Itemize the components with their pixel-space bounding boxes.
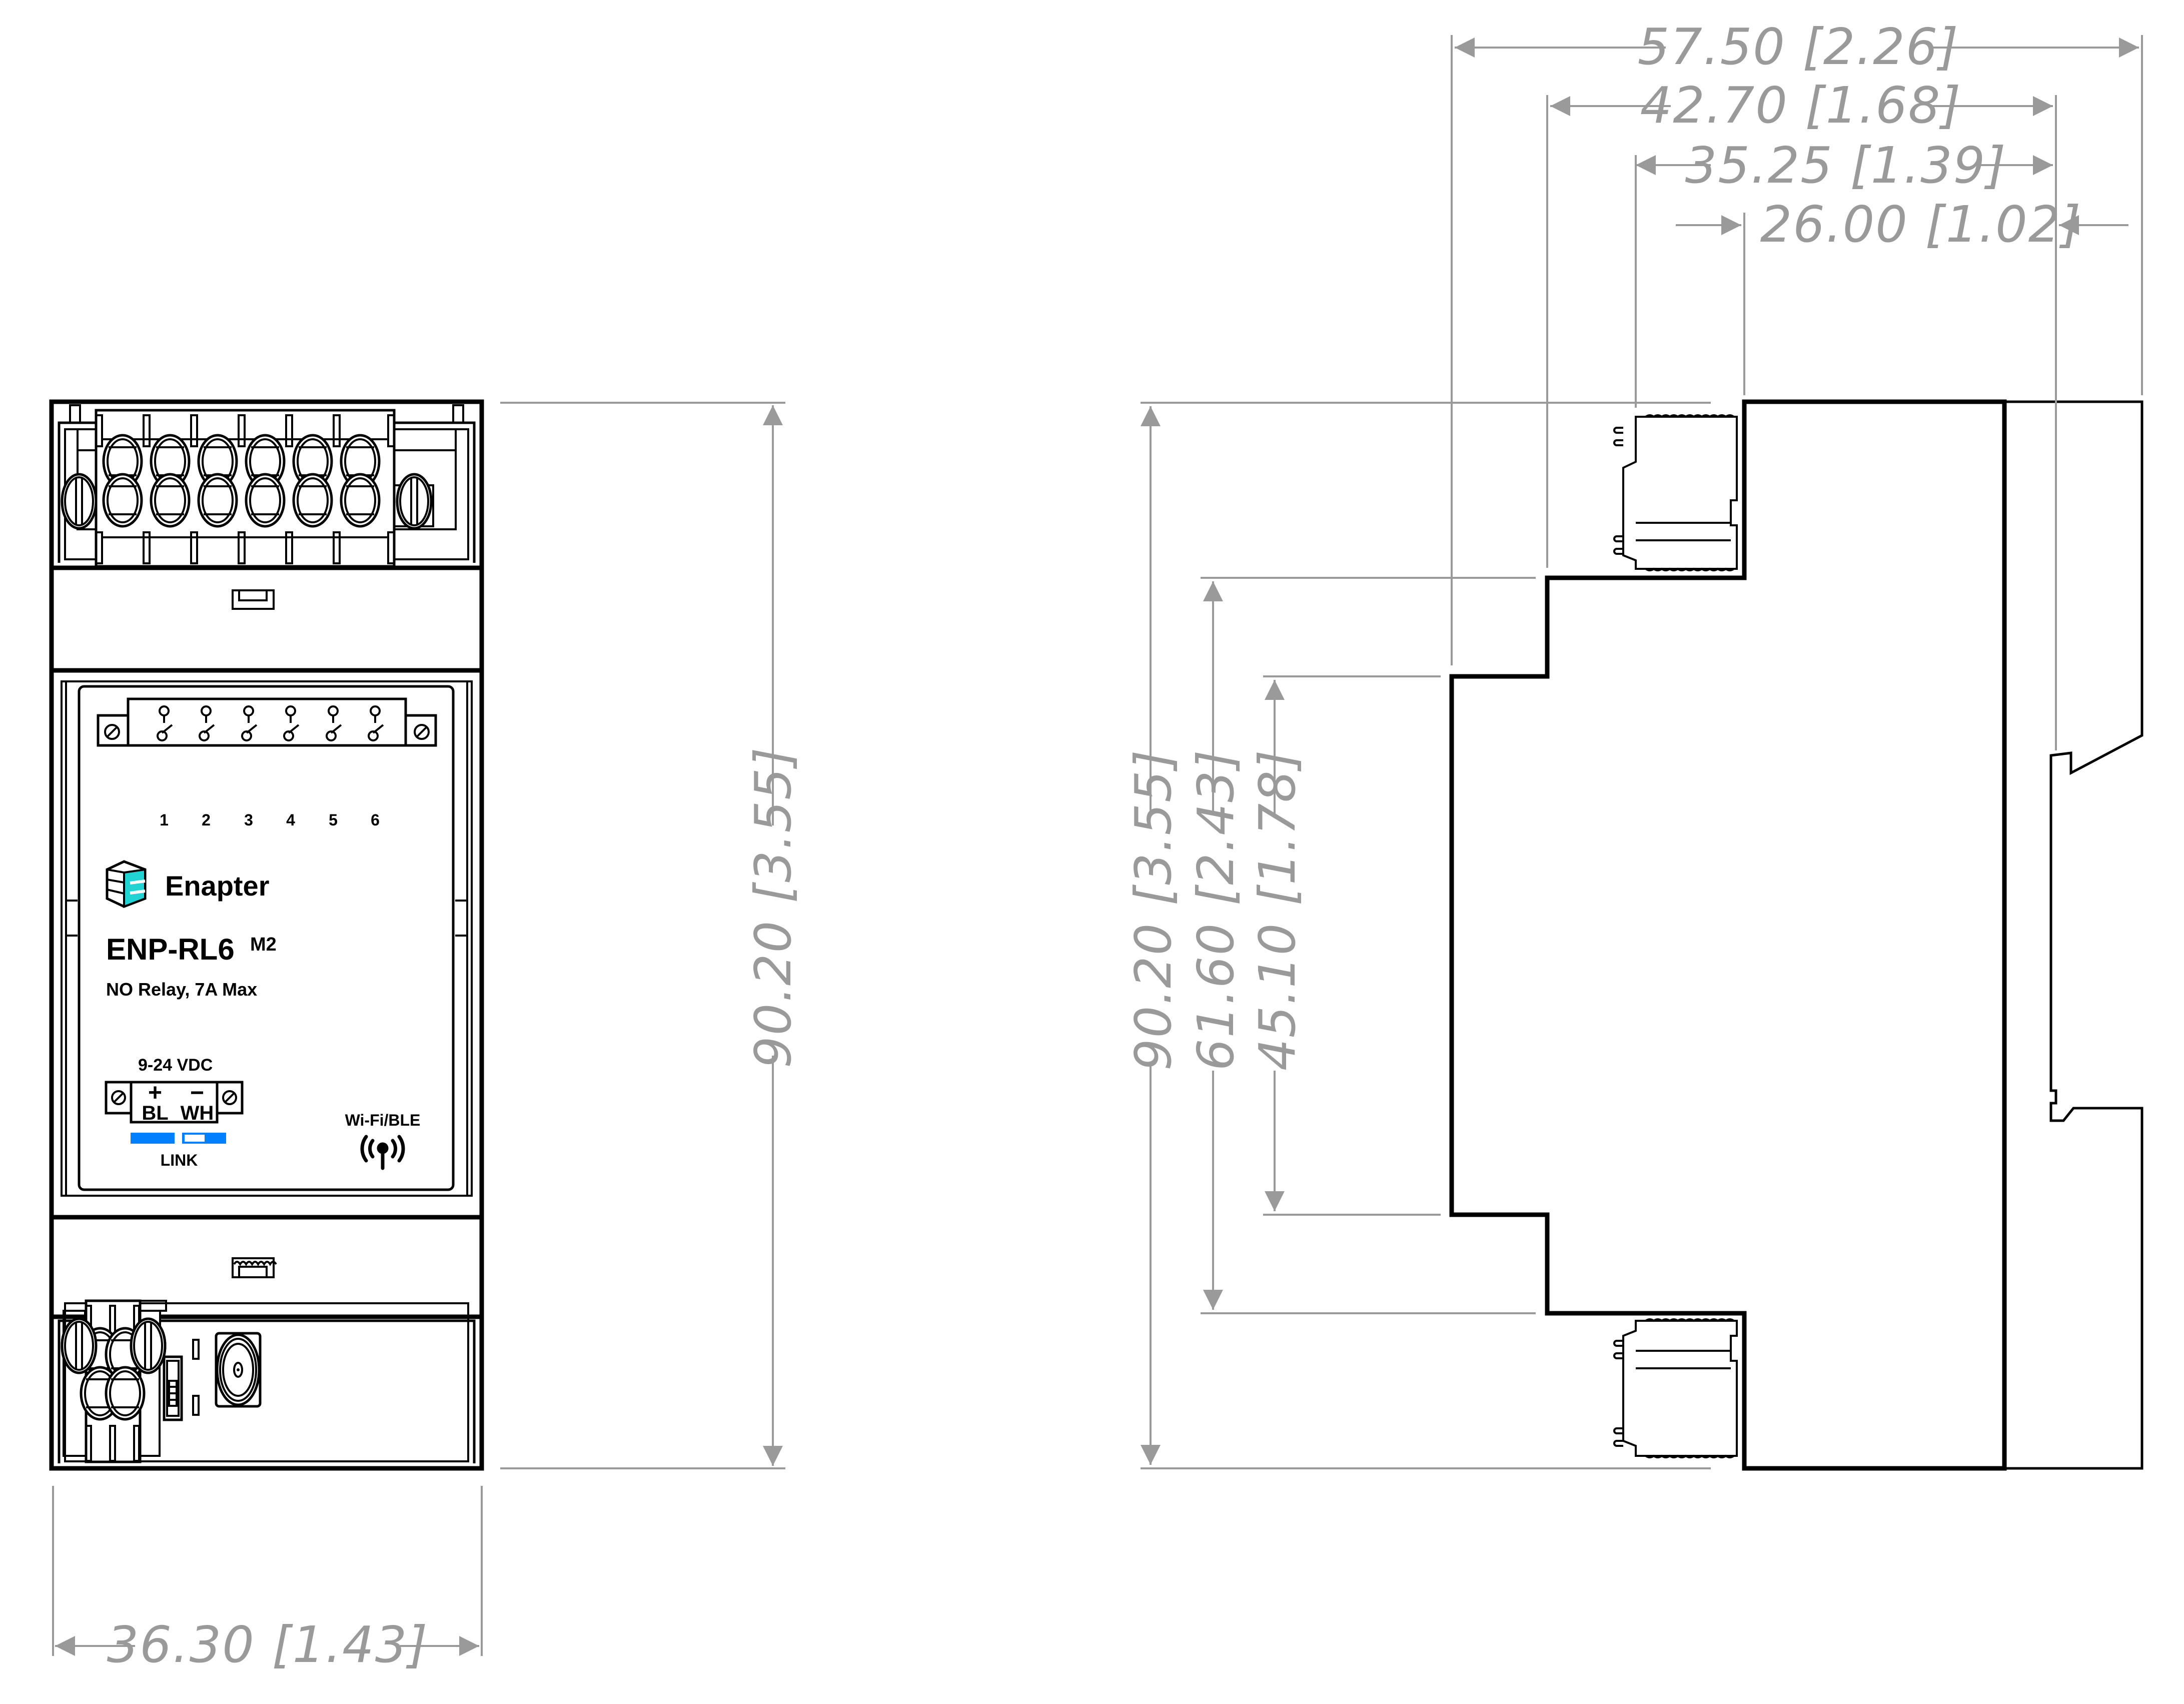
led-indicator bbox=[192, 1339, 200, 1360]
wire-wh-label: WH bbox=[181, 1102, 214, 1124]
side-vertical-dimensions: 90.20 [3.55] 61.60 [2.43] 45.10 [1.78] bbox=[1124, 402, 1711, 1469]
depth-total-dimension: 57.50 [2.26] bbox=[1638, 18, 1959, 76]
front-view: 1 2 3 4 5 6 Enapter ENP-RL6 M2 NO Relay,… bbox=[49, 399, 484, 1471]
link-led-bar bbox=[131, 1133, 175, 1144]
relay-terminal-diagram bbox=[97, 697, 437, 747]
depth-step-dimension: 42.70 [1.68] bbox=[1640, 76, 1962, 135]
relay-number-3: 3 bbox=[244, 811, 253, 829]
antenna-connector-icon bbox=[215, 1332, 262, 1408]
front-housing-outline bbox=[49, 399, 484, 1471]
relay-number-4: 4 bbox=[286, 811, 295, 829]
wireless-label: Wi-Fi/BLE bbox=[345, 1111, 421, 1129]
power-voltage-label: 9-24 VDC bbox=[138, 1056, 213, 1075]
top-terminal-block bbox=[52, 404, 482, 570]
bottom-connector-side bbox=[1613, 1318, 1738, 1458]
link-label: LINK bbox=[161, 1151, 198, 1169]
side-front-height-dimension: 45.10 [1.78] bbox=[1248, 749, 1307, 1071]
side-housing-outline bbox=[1449, 399, 2007, 1471]
screw-icon bbox=[111, 1090, 126, 1105]
front-label-panel: 1 2 3 4 5 6 Enapter ENP-RL6 M2 NO Relay,… bbox=[61, 680, 473, 1197]
side-height-dimension: 90.20 [3.55] bbox=[1124, 749, 1183, 1071]
front-height-dimension: 90.20 [3.55] bbox=[744, 746, 802, 1068]
link-indicator bbox=[131, 1133, 226, 1144]
antenna-icon bbox=[360, 1135, 405, 1170]
enapter-logo-icon bbox=[106, 860, 147, 908]
relay-number-5: 5 bbox=[329, 811, 338, 829]
model-name: ENP-RL6 bbox=[106, 933, 235, 966]
relay-number-6: 6 bbox=[371, 811, 380, 829]
dip-switch bbox=[163, 1355, 183, 1421]
screw-icon bbox=[62, 474, 96, 528]
screw-icon bbox=[414, 724, 430, 740]
power-minus: − bbox=[190, 1080, 204, 1106]
din-rail-clip bbox=[2004, 400, 2143, 1470]
terminal-partitions bbox=[95, 414, 395, 564]
product-description: NO Relay, 7A Max bbox=[106, 979, 257, 1000]
wire-bl-label: BL bbox=[142, 1102, 168, 1124]
depth-connector-dimension: 35.25 [1.39] bbox=[1685, 136, 2007, 195]
screw-icon bbox=[222, 1090, 237, 1105]
bottom-connector-block bbox=[58, 1299, 476, 1463]
front-dimensions: 90.20 [3.55] 36.30 [1.43] bbox=[52, 402, 802, 1674]
power-plus: + bbox=[148, 1080, 162, 1106]
screw-icon bbox=[397, 474, 431, 528]
depth-body-dimension: 26.00 [1.02] bbox=[1760, 195, 2082, 254]
model-suffix: M2 bbox=[250, 934, 277, 955]
led-indicator bbox=[192, 1395, 200, 1416]
front-width-dimension: 36.30 [1.43] bbox=[107, 1615, 429, 1674]
top-connector-side bbox=[1613, 414, 1738, 571]
screw-icon bbox=[104, 724, 120, 740]
side-mid-height-dimension: 61.60 [2.43] bbox=[1187, 749, 1245, 1071]
brand-name: Enapter bbox=[165, 870, 270, 902]
screw-icon bbox=[131, 1319, 165, 1373]
screw-icon bbox=[62, 1319, 96, 1373]
relay-number-1: 1 bbox=[160, 811, 169, 829]
side-horizontal-dimensions: 57.50 [2.26] 42.70 [1.68] 35.25 [1.39] 2… bbox=[1451, 18, 2143, 750]
power-terminal: + − BL WH bbox=[105, 1080, 244, 1124]
top-latch bbox=[52, 589, 482, 673]
side-view bbox=[1449, 399, 2143, 1471]
relay-number-2: 2 bbox=[202, 811, 211, 829]
